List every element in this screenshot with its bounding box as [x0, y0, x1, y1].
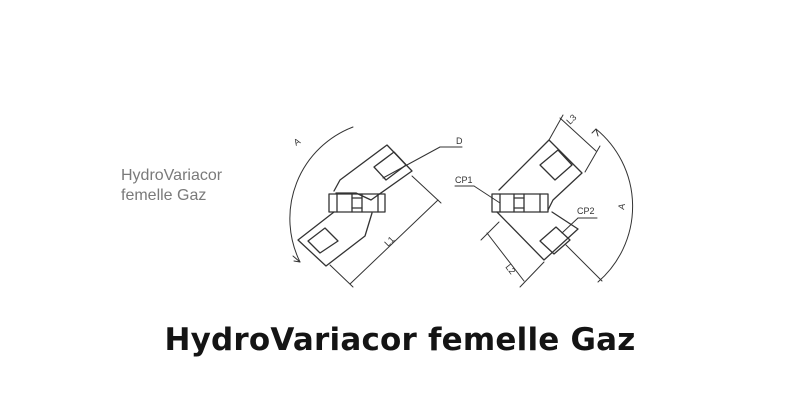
left-upper-pipe — [333, 144, 413, 201]
right-upper-pipe — [498, 139, 583, 211]
right-l2-dimension — [486, 232, 525, 282]
left-upper-socket — [373, 151, 407, 181]
side-label-line2: femelle Gaz — [121, 187, 207, 204]
right-lower-socket — [539, 226, 571, 255]
left-lower-pipe — [297, 211, 373, 267]
left-nut — [328, 193, 386, 213]
side-label: HydroVariacor femelle Gaz — [121, 166, 222, 206]
right-cp2-label: CP2 — [577, 206, 595, 216]
left-fitting — [289, 126, 463, 288]
page-title: HydroVariacor femelle Gaz — [164, 322, 636, 358]
right-fitting — [454, 114, 634, 288]
right-lower-pipe — [496, 211, 579, 261]
left-d-label: D — [456, 136, 463, 146]
right-arc-arrow — [591, 128, 599, 137]
left-l1-label: L1 — [382, 234, 396, 248]
right-angle-arc — [595, 128, 634, 283]
right-cp2-leader — [561, 217, 579, 234]
left-d-leader — [382, 146, 441, 179]
right-l3-dimension — [559, 117, 597, 152]
left-lower-socket — [307, 227, 339, 254]
right-upper-socket — [539, 149, 573, 181]
left-a-label: A — [292, 136, 302, 148]
right-a-label: A — [616, 203, 627, 211]
side-label-line1: HydroVariacor — [121, 167, 223, 184]
left-arc-arrow — [292, 255, 301, 263]
left-l1-dimension — [349, 199, 439, 285]
right-l2-label: L2 — [503, 262, 517, 276]
right-nut — [491, 193, 549, 213]
left-angle-arc — [289, 126, 354, 263]
right-cp1-label: CP1 — [455, 175, 473, 185]
